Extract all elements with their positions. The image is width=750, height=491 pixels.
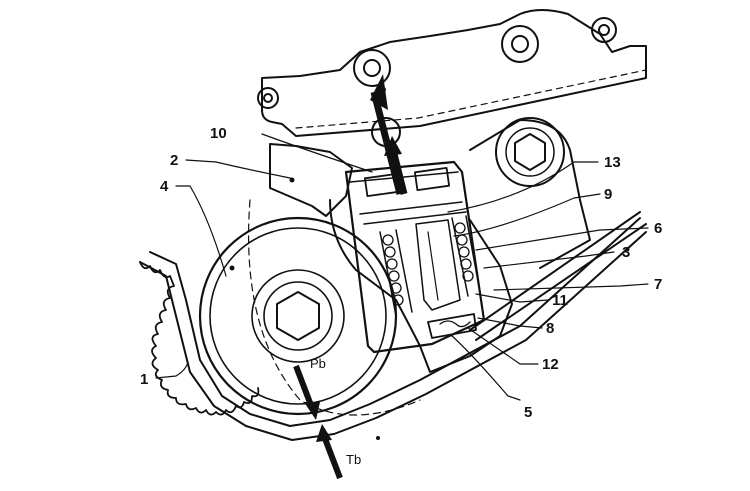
force-label-tb: Tb [346,452,361,467]
callout-9: 9 [604,186,612,203]
upper-bracket [257,9,647,137]
force-label-p: P [378,84,387,99]
callout-4: 4 [160,178,169,195]
leader-lines [155,133,649,401]
timing-belt [139,211,647,441]
callout-13: 13 [604,154,621,171]
callout-8: 8 [546,320,554,337]
idler-pulley [198,199,421,416]
callout-6: 6 [654,220,662,237]
pivot-bolt [495,117,565,187]
callout-3: 3 [622,244,630,261]
callout-labels: 1 2 4 10 13 9 6 3 7 11 8 12 5 [140,125,662,421]
force-arrow-p [370,74,408,195]
callout-1: 1 [140,371,148,388]
callout-2: 2 [170,152,178,169]
hydraulic-tensioner [344,160,486,354]
force-label-pb: Pb [310,356,326,371]
callout-7: 7 [654,276,662,293]
callout-10: 10 [210,125,227,142]
force-arrows-pb-tb [293,364,380,480]
callout-11: 11 [552,292,568,309]
callout-12: 12 [542,356,559,373]
force-labels: P Pb Tb [310,84,387,467]
callout-5: 5 [524,404,532,421]
